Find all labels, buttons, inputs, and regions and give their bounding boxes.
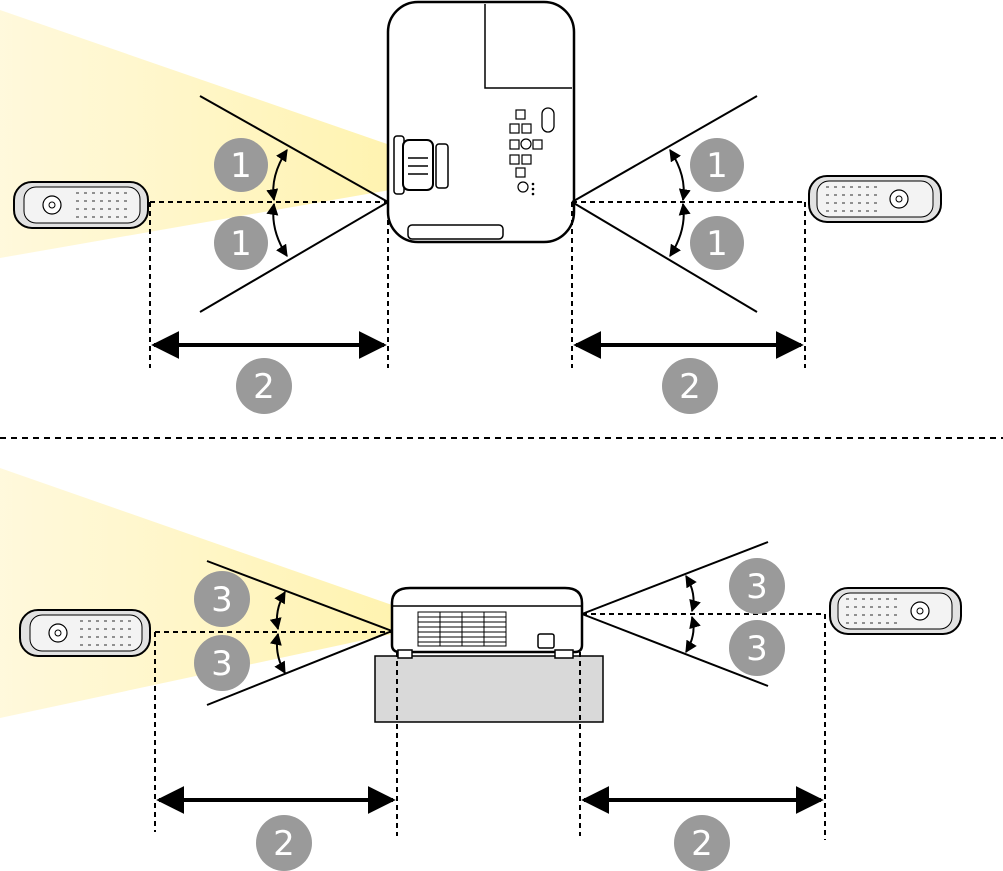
- callout-distance-2: 2: [236, 358, 292, 414]
- distance-guides-side: [154, 614, 826, 840]
- table: [374, 655, 604, 723]
- svg-text:2: 2: [679, 367, 701, 407]
- svg-text:2: 2: [273, 824, 295, 864]
- svg-text:2: 2: [253, 367, 275, 407]
- distance-guides-top: [149, 202, 806, 368]
- reception-angle-right: [581, 541, 825, 687]
- side-view: [0, 468, 962, 840]
- svg-text:3: 3: [746, 629, 768, 669]
- callout-angle-1: 1: [690, 216, 744, 270]
- callout-angle-1: 1: [690, 138, 744, 192]
- callout-angle-3: 3: [729, 558, 785, 614]
- projector-side-icon: [390, 586, 584, 659]
- reception-angle-left: [150, 95, 389, 313]
- svg-text:3: 3: [746, 567, 768, 607]
- callout-distance-2: 2: [256, 815, 312, 871]
- remote-control-right-icon: [829, 587, 962, 635]
- svg-text:1: 1: [706, 146, 728, 186]
- remote-control-right-icon: [808, 175, 942, 223]
- reception-angle-left: [155, 560, 393, 706]
- callout-angle-3: 3: [194, 635, 250, 691]
- callout-angle-1: 1: [214, 138, 268, 192]
- callout-distance-2: 2: [674, 815, 730, 871]
- svg-text:1: 1: [706, 224, 728, 264]
- svg-text:1: 1: [230, 146, 252, 186]
- svg-text:3: 3: [211, 644, 233, 684]
- svg-text:1: 1: [230, 224, 252, 264]
- callout-distance-2: 2: [662, 358, 718, 414]
- callout-angle-3: 3: [194, 571, 250, 627]
- reception-angle-right: [571, 95, 805, 313]
- svg-text:3: 3: [211, 580, 233, 620]
- top-view: [0, 0, 942, 368]
- callout-angle-3: 3: [729, 620, 785, 676]
- projector-top-icon: [386, 0, 576, 244]
- remote-control-left-icon: [19, 609, 151, 657]
- callout-angle-1: 1: [214, 216, 268, 270]
- remote-control-left-icon: [13, 181, 149, 229]
- callouts: 1 1 1 1 2 2 2 2: [194, 138, 785, 871]
- svg-text:2: 2: [691, 824, 713, 864]
